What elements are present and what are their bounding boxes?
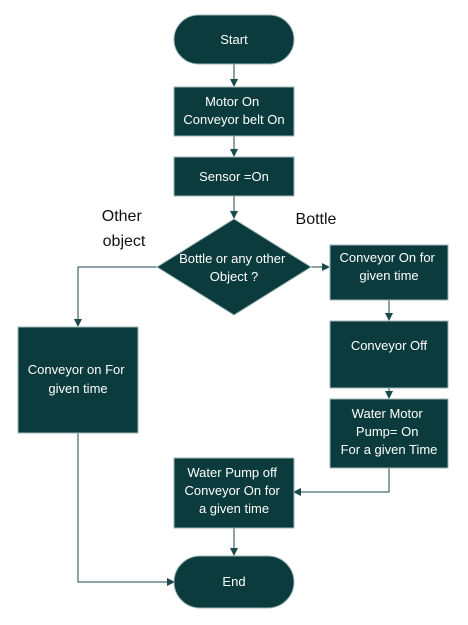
node-conveyor-on-left-line-1: Conveyor on For [28,362,125,377]
svg-text:Start: Start [220,32,248,47]
node-water-pump-off-line-3: a given time [199,501,269,516]
node-conveyor-on-for-line-1: Conveyor On for [340,250,436,265]
edge-decision-to-left-conveyor [74,266,157,327]
node-motor-on: Motor On Conveyor belt On [173,86,295,137]
svg-text:Conveyor On for given ti: Conveyor On for given time [340,250,439,283]
node-start: Start [173,14,295,65]
edge-label-bottle: Bottle [296,211,337,228]
node-water-motor-line-2: Pump= On [356,424,419,439]
node-sensor-on-line-1: Sensor =On [199,169,269,184]
node-conveyor-on-for-line-2: given time [359,268,418,283]
node-end: End [173,555,295,609]
node-end-line-1: End [222,574,245,589]
edge-label-other-line-2: object [103,233,146,250]
svg-text:Bottle or any other Obje: Bottle or any other Object ? [179,251,289,284]
svg-text:Sensor =On: Sensor =On [199,169,269,184]
node-water-motor-pump: Water Motor Pump= On For a given Time [329,398,449,469]
svg-text:Conveyor Off: Conveyor Off [351,338,428,353]
node-decision: Bottle or any other Object ? [156,218,312,316]
svg-text:End: End [222,574,245,589]
node-decision-line-2: Object ? [210,269,258,284]
node-motor-on-line-1: Motor On [205,94,259,109]
node-motor-on-line-2: Conveyor belt On [183,112,284,127]
node-water-pump-off: Water Pump off Conveyor On for a given t… [173,457,295,529]
node-conveyor-on-for: Conveyor On for given time [329,244,449,301]
svg-text:Water Motor Pump= On: Water Motor Pump= On For a given Time [341,406,438,457]
node-decision-line-1: Bottle or any other [179,251,286,266]
edge-water-motor-to-water-pump-off [293,468,390,496]
svg-text:Motor On Conveyor belt O: Motor On Conveyor belt On [183,94,284,127]
node-start-line-1: Start [220,32,248,47]
node-conveyor-off-line-1: Conveyor Off [351,338,428,353]
node-water-pump-off-line-1: Water Pump off [187,465,277,480]
node-water-motor-line-3: For a given Time [341,442,438,457]
node-water-motor-line-1: Water Motor [352,406,424,421]
node-conveyor-off: Conveyor Off [329,320,449,389]
edge-label-other-object: Other object [102,208,146,250]
node-water-pump-off-line-2: Conveyor On for [185,483,281,498]
edges [74,64,393,586]
edge-label-other-line-1: Other [102,208,143,225]
node-conveyor-on-left-line-2: given time [48,381,107,396]
node-conveyor-on-left: Conveyor on For given time [17,326,139,434]
svg-text:Water Pump off Conveyor: Water Pump off Conveyor On for a given t… [185,465,284,516]
svg-text:Conveyor on For given ti: Conveyor on For given time [28,362,128,396]
node-sensor-on: Sensor =On [173,156,295,197]
edge-left-conveyor-to-end [77,433,175,586]
edge-label-bottle-line-1: Bottle [296,211,337,228]
